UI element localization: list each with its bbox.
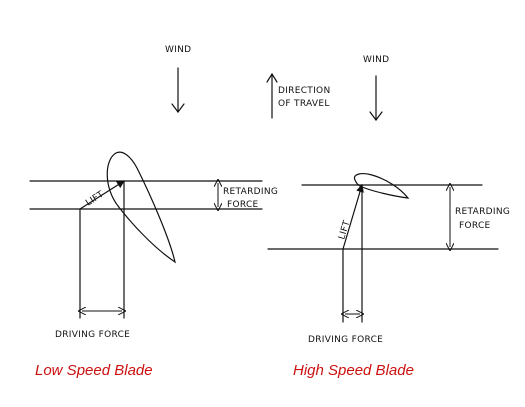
driving-force-label-left: DRIVING FORCE: [55, 330, 130, 340]
lift-arrow-left: [79, 180, 125, 210]
caption-high-speed: High Speed Blade: [293, 362, 414, 379]
retarding-label-left-2: FORCE: [227, 200, 259, 210]
lift-label-left: LIFT: [84, 189, 106, 208]
direction-of-travel: DIRECTION OF TRAVEL: [266, 72, 330, 119]
wind-label-left: WIND: [165, 45, 191, 55]
direction-label-1: DIRECTION: [278, 86, 330, 96]
retarding-label-right-1: RETARDING: [455, 207, 510, 217]
retarding-label-left-1: RETARDING: [223, 187, 278, 197]
low-speed-diagram: WIND LIFT DRIVING FORCE RETARDING FORCE …: [29, 45, 278, 379]
wind-arrow-right-head: [369, 111, 383, 121]
retarding-label-right-2: FORCE: [459, 221, 491, 231]
high-speed-diagram: WIND LIFT DRIVING FORCE RETARDING FORCE …: [267, 55, 510, 379]
wind-label-right: WIND: [363, 55, 389, 65]
wind-arrow-left-head: [171, 103, 185, 113]
low-speed-airfoil: [106, 151, 176, 264]
lift-arrow-right: [342, 184, 364, 250]
lift-label-right: LIFT: [337, 219, 352, 241]
direction-label-2: OF TRAVEL: [278, 99, 330, 109]
driving-force-label-right: DRIVING FORCE: [308, 335, 383, 345]
caption-low-speed: Low Speed Blade: [35, 362, 153, 379]
travel-arrow-head: [266, 72, 278, 83]
